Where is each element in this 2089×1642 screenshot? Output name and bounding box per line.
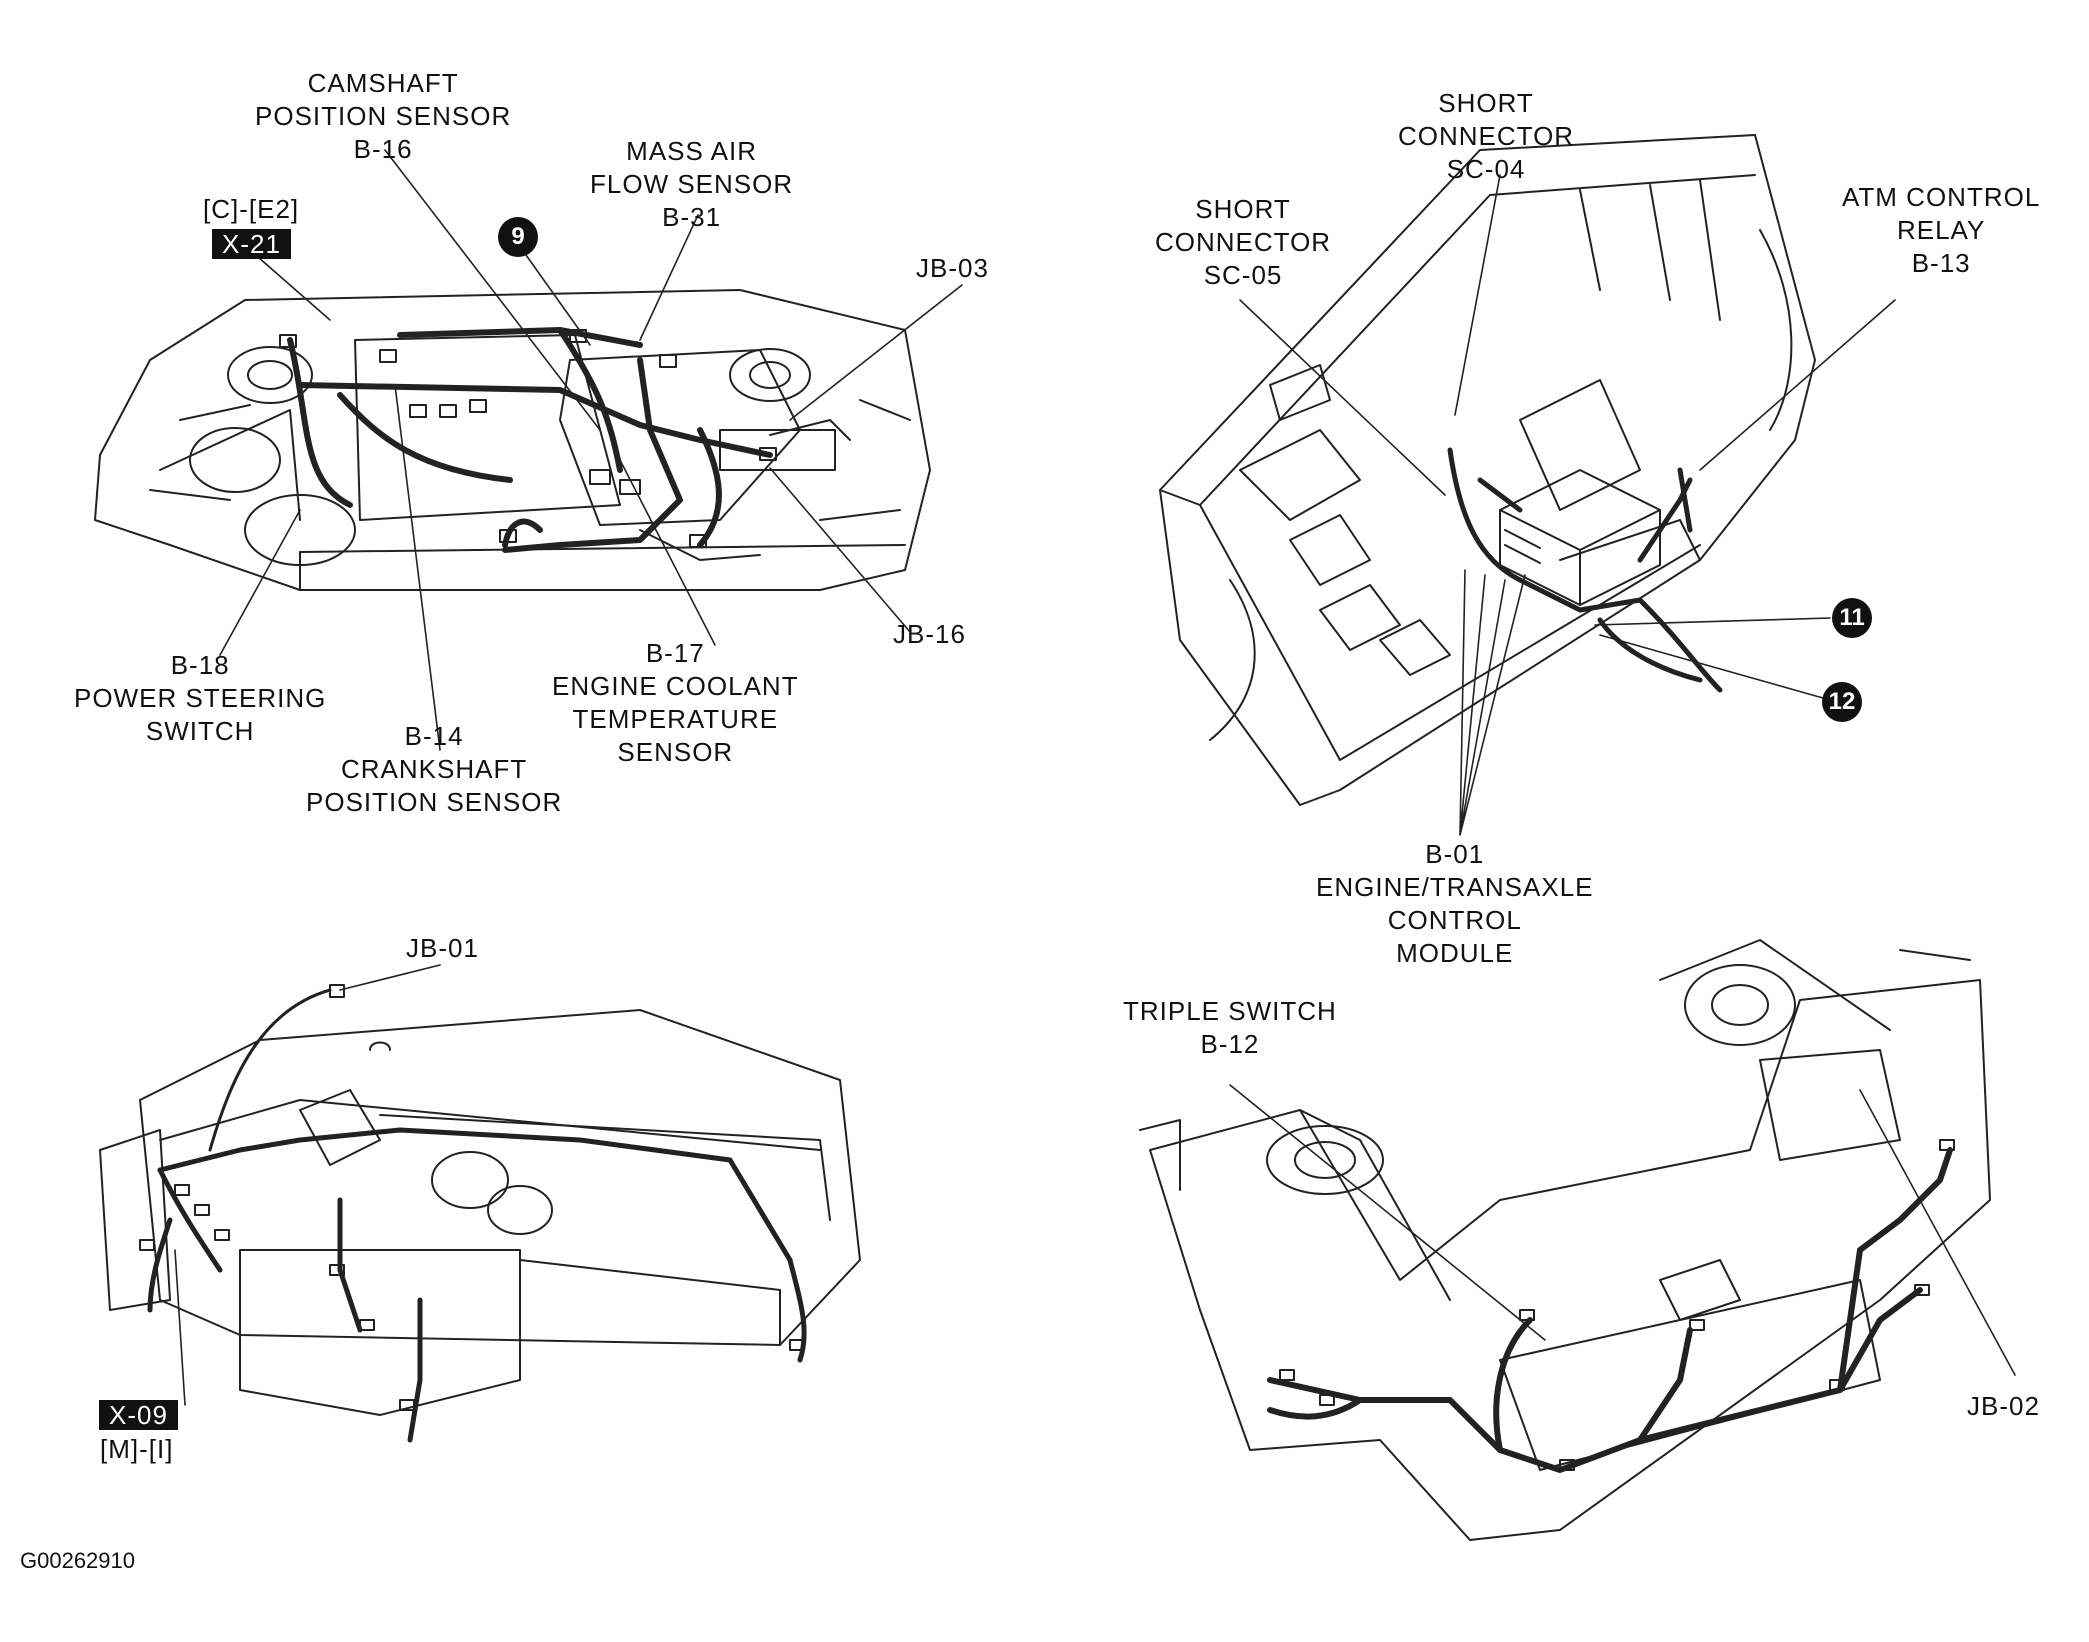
engine-coolant-temperature-sensor-label: B-17 ENGINE COOLANT TEMPERATURE SENSOR bbox=[552, 637, 799, 769]
camshaft-label-line-2: POSITION SENSOR bbox=[255, 101, 512, 131]
dashboard-harness-wires bbox=[147, 988, 807, 1443]
floor-panel-illustration bbox=[1159, 134, 1816, 806]
jb02-label: JB-02 bbox=[1967, 1391, 2040, 1421]
engine-connectors bbox=[279, 329, 777, 548]
b17-label-line-1: B-17 bbox=[645, 638, 705, 668]
b12-label-line-1: TRIPLE SWITCH bbox=[1123, 996, 1337, 1026]
b13-label-line-2: RELAY bbox=[1896, 215, 1986, 245]
engine-harness-wires bbox=[287, 327, 773, 553]
maf-label-line-2: FLOW SENSOR bbox=[590, 169, 794, 199]
jb16-label: JB-16 bbox=[893, 619, 966, 649]
dashboard-illustration bbox=[99, 1009, 861, 1416]
sc04-label-line-3: SC-04 bbox=[1446, 154, 1526, 184]
maf-label-line-3: B-31 bbox=[662, 202, 722, 232]
connector-tag-x21: X-21 bbox=[212, 229, 291, 259]
section-ref-mi: [M]-[I] bbox=[100, 1434, 174, 1464]
b01-label-line-4: MODULE bbox=[1396, 938, 1514, 968]
callout-badge-11: 11 bbox=[1832, 598, 1872, 638]
b13-label-line-1: ATM CONTROL bbox=[1842, 182, 2041, 212]
b17-label-line-4: SENSOR bbox=[617, 737, 734, 767]
b18-label-line-3: SWITCH bbox=[145, 716, 255, 746]
figure-code: G00262910 bbox=[20, 1548, 135, 1573]
jb03-label: JB-03 bbox=[916, 253, 989, 283]
b14-label-line-1: B-14 bbox=[404, 721, 464, 751]
connector-tag-x09: X-09 bbox=[99, 1400, 178, 1430]
atm-control-relay-label: ATM CONTROL RELAY B-13 bbox=[1842, 181, 2040, 280]
b14-label-line-3: POSITION SENSOR bbox=[306, 787, 563, 817]
camshaft-label-line-3: B-16 bbox=[353, 134, 413, 164]
dashboard-connectors bbox=[139, 984, 805, 1411]
camshaft-position-sensor-label: CAMSHAFT POSITION SENSOR B-16 bbox=[255, 67, 511, 166]
sc05-label-line-3: SC-05 bbox=[1203, 260, 1283, 290]
sc04-label-line-1: SHORT bbox=[1438, 88, 1534, 118]
b01-label-line-3: CONTROL bbox=[1387, 905, 1522, 935]
b18-label-line-2: POWER STEERING bbox=[74, 683, 327, 713]
b01-label-line-1: B-01 bbox=[1425, 839, 1485, 869]
b14-label-line-2: CRANKSHAFT bbox=[341, 754, 528, 784]
b17-label-line-3: TEMPERATURE bbox=[572, 704, 779, 734]
crankshaft-position-sensor-label: B-14 CRANKSHAFT POSITION SENSOR bbox=[306, 720, 562, 819]
sc05-label-line-2: CONNECTOR bbox=[1155, 227, 1332, 257]
b12-label-line-2: B-12 bbox=[1200, 1029, 1260, 1059]
front-end-illustration bbox=[1139, 939, 1991, 1541]
callout-badge-9: 9 bbox=[498, 217, 538, 257]
jb01-label: JB-01 bbox=[406, 933, 479, 963]
short-connector-sc05-label: SHORT CONNECTOR SC-05 bbox=[1155, 193, 1331, 292]
short-connector-sc04-label: SHORT CONNECTOR SC-04 bbox=[1398, 87, 1574, 186]
triple-switch-label: TRIPLE SWITCH B-12 bbox=[1123, 995, 1337, 1061]
maf-label-line-1: MASS AIR bbox=[626, 136, 757, 166]
b18-label-line-1: B-18 bbox=[170, 650, 230, 680]
callout-badge-12: 12 bbox=[1822, 682, 1862, 722]
engine-transaxle-control-module-label: B-01 ENGINE/TRANSAXLE CONTROL MODULE bbox=[1316, 838, 1594, 970]
b01-label-line-2: ENGINE/TRANSAXLE bbox=[1316, 872, 1594, 902]
floor-harness-wires bbox=[1447, 447, 1723, 693]
sc05-label-line-1: SHORT bbox=[1195, 194, 1291, 224]
engine-bay-illustration bbox=[94, 289, 931, 591]
b17-label-line-2: ENGINE COOLANT bbox=[552, 671, 799, 701]
camshaft-label-line-1: CAMSHAFT bbox=[307, 68, 459, 98]
sc04-label-line-2: CONNECTOR bbox=[1398, 121, 1575, 151]
power-steering-switch-label: B-18 POWER STEERING SWITCH bbox=[74, 649, 326, 748]
b13-label-line-3: B-13 bbox=[1911, 248, 1971, 278]
front-end-connectors bbox=[1279, 1139, 1955, 1471]
front-end-harness-wires bbox=[1267, 1147, 1953, 1473]
section-ref-ce2: [C]-[E2] bbox=[203, 194, 300, 224]
leader-lines bbox=[174, 149, 2016, 1406]
mass-air-flow-sensor-label: MASS AIR FLOW SENSOR B-31 bbox=[590, 135, 793, 234]
